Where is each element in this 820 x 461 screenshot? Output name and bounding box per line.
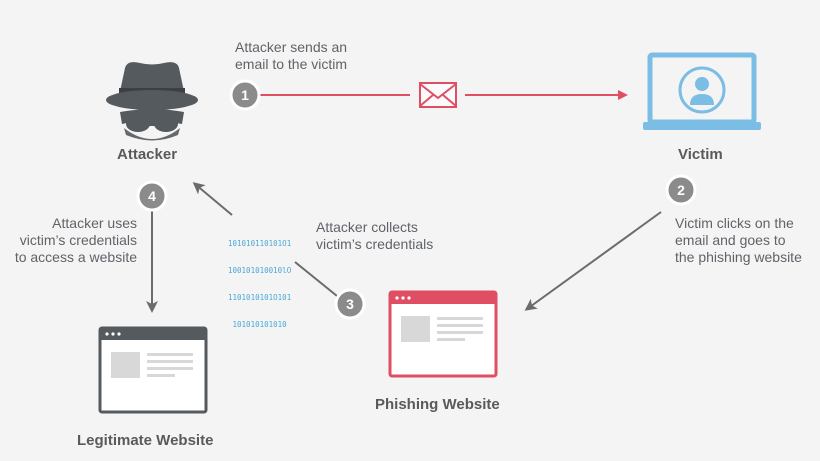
caption-line: victim’s credentials [19, 232, 137, 248]
phishing-website-title: Phishing Website [375, 396, 500, 413]
browser-window-icon [388, 290, 498, 378]
binary-line: 100101010010lO [228, 266, 292, 275]
svg-text:1: 1 [241, 87, 249, 103]
step-badge-3: 3 [334, 288, 366, 320]
caption-line: Attacker collects [316, 219, 418, 235]
caption-line: Attacker uses [52, 215, 137, 231]
caption-line: victim’s credentials [316, 236, 434, 252]
binary-data-block: 101010110101O1 100101010010lO 1101010101… [228, 221, 291, 347]
svg-text:4: 4 [148, 188, 156, 204]
step-badge-2: 2 [665, 174, 697, 206]
caption-line: Victim clicks on the [675, 215, 794, 231]
step-1-caption: Attacker sends an email to the victim [235, 39, 347, 73]
victim-title: Victim [678, 146, 723, 163]
caption-line: email to the victim [235, 56, 348, 72]
browser-window-icon [98, 326, 208, 414]
binary-line: 1101010101O101 [228, 293, 292, 302]
binary-line: 101010110101O1 [228, 239, 292, 248]
caption-line: email and goes to [675, 232, 786, 248]
binary-line: 101010101010 [232, 320, 287, 329]
attacker-title: Attacker [117, 146, 178, 163]
hat-spy-icon [106, 62, 198, 141]
laptop-user-icon [643, 52, 761, 130]
step-2-caption: Victim clicks on the email and goes to t… [675, 215, 802, 266]
caption-line: the phishing website [675, 249, 802, 265]
svg-text:3: 3 [346, 296, 354, 312]
envelope-icon [419, 82, 457, 108]
caption-line: to access a website [14, 249, 137, 265]
step-badge-1: 1 [229, 79, 261, 111]
legitimate-website-title: Legitimate Website [77, 432, 214, 449]
step-badge-4: 4 [136, 180, 168, 212]
step-3-caption: Attacker collects victim’s credentials [316, 219, 433, 253]
step-4-caption: Attacker uses victim’s credentials to ac… [15, 215, 137, 266]
svg-text:2: 2 [677, 182, 685, 198]
caption-line: Attacker sends an [235, 39, 348, 55]
